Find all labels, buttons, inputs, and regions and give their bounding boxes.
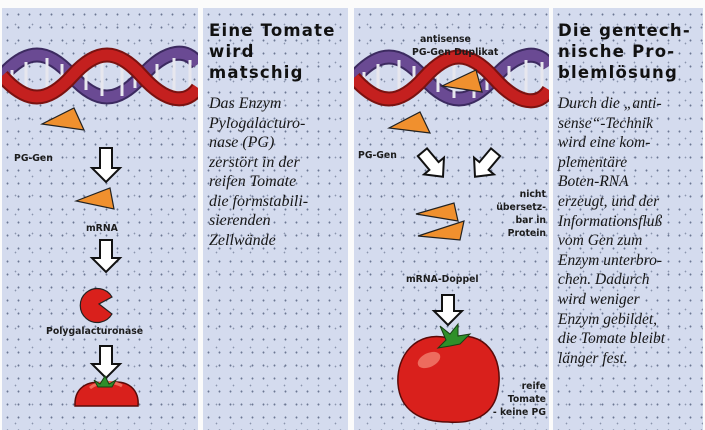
down-arrow-icon	[92, 240, 120, 272]
label-antisense: antisense	[420, 34, 471, 45]
firm-tomato	[398, 324, 499, 422]
right-text-panel: Die gentech- nische Pro- blemlösung Durc…	[553, 8, 703, 430]
body-line: Durch die „anti-	[558, 94, 665, 114]
body-line: sierenden	[209, 211, 308, 231]
body-line: Informationsfluß	[558, 212, 665, 232]
right-title: Die gentech- nische Pro- blemlösung	[558, 20, 691, 83]
body-line: Enzym gebildet,	[558, 310, 665, 330]
down-arrow-icon	[92, 346, 120, 378]
label-mrna: mRNA	[86, 223, 118, 234]
gene-segment	[389, 112, 430, 133]
right-title-line: Die gentech-	[558, 20, 691, 41]
diagonal-arrow-icon	[412, 144, 452, 185]
label-line: Protein	[492, 227, 546, 240]
body-line: Das Enzym	[209, 94, 308, 114]
body-line: reifen Tomate	[209, 172, 308, 192]
label-polygalacturonase: Polygalacturonase	[46, 326, 143, 337]
left-title-line: matschig	[209, 62, 336, 83]
label-line: Tomate	[492, 393, 546, 406]
label-pg-gen: PG-Gen	[14, 153, 53, 164]
right-title-line: blemlösung	[558, 62, 691, 83]
label-mrna-double: mRNA-Doppel	[406, 274, 479, 285]
body-line: Pylogalacturo-	[209, 114, 308, 134]
left-text-panel: Eine Tomate wird matschig Das Enzym Pylo…	[203, 8, 348, 430]
dna-helix	[354, 55, 549, 133]
label-line: reife	[492, 380, 546, 393]
body-line: länger fest.	[558, 349, 665, 369]
enzyme-shape	[80, 289, 112, 323]
body-line: Zellwände	[209, 231, 308, 251]
label-line: bar in	[492, 214, 546, 227]
left-title: Eine Tomate wird matschig	[209, 20, 336, 83]
left-body-text: Das Enzym Pylogalacturo- nase (PG) zerst…	[209, 94, 308, 250]
gene-segment	[42, 108, 84, 130]
label-line: - keine PG	[492, 406, 546, 419]
body-line: zerstört in der	[209, 153, 308, 173]
right-title-line: nische Pro-	[558, 41, 691, 62]
right-diagram-panel: antisense PG-Gen Duplikat PG-Gen nicht ü…	[354, 8, 549, 430]
body-line: Boten-RNA	[558, 172, 665, 192]
antisense-mrna-strand	[418, 221, 464, 240]
body-line: Enzym unterbro-	[558, 251, 665, 271]
down-arrow-icon	[92, 148, 120, 182]
left-diagram-illustration	[2, 8, 198, 430]
left-diagram-panel: PG-Gen mRNA Polygalacturonase	[2, 8, 198, 430]
mrna-strand	[416, 203, 458, 221]
body-line: plementäre	[558, 153, 665, 173]
dna-helix	[2, 53, 198, 130]
diagonal-arrow-icon	[465, 144, 505, 185]
label-not-translatable: nicht übersetz- bar in Protein	[492, 188, 546, 240]
body-line: die formstabili-	[209, 192, 308, 212]
body-line: nase (PG)	[209, 133, 308, 153]
body-line: erzeugt, und der	[558, 192, 665, 212]
label-antisense-duplicate: PG-Gen Duplikat	[412, 47, 498, 58]
label-line: nicht	[492, 188, 546, 201]
left-title-line: wird	[209, 41, 336, 62]
left-title-line: Eine Tomate	[209, 20, 336, 41]
label-pg-gen: PG-Gen	[358, 150, 397, 161]
body-line: wird eine kom-	[558, 133, 665, 153]
body-line: chen. Dadurch	[558, 270, 665, 290]
body-line: wird weniger	[558, 290, 665, 310]
body-line: vom Gen zum	[558, 231, 665, 251]
body-line: die Tomate bleibt	[558, 329, 665, 349]
body-line: sense“-Technik	[558, 114, 665, 134]
label-ripe-tomato: reife Tomate - keine PG	[492, 380, 546, 419]
mrna-strand	[76, 188, 114, 209]
down-arrow-icon	[434, 295, 462, 325]
squashed-tomato	[75, 376, 138, 406]
right-body-text: Durch die „anti- sense“-Technik wird ein…	[558, 94, 665, 368]
label-line: übersetz-	[492, 201, 546, 214]
